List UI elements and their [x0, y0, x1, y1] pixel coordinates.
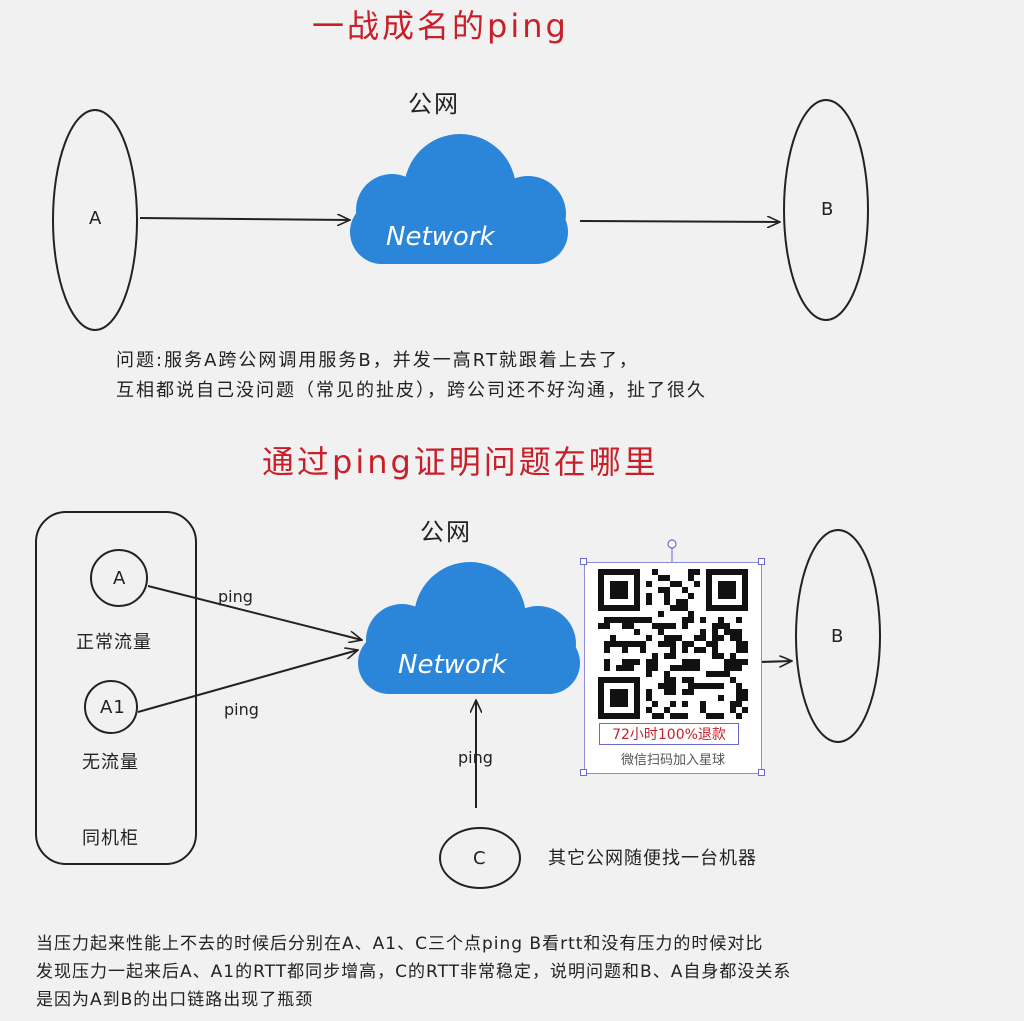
top-network-zone-label: 公网 [408, 90, 460, 118]
arrow-a-to-cloud [147, 585, 362, 640]
top-title: 一战成名的ping [312, 7, 569, 45]
qr-code-card[interactable]: 72小时100%退款 微信扫码加入星球 [584, 562, 762, 774]
qr-resize-handle-tr[interactable] [758, 558, 765, 565]
bottom-cloud-label: Network [398, 650, 507, 680]
arrow-a1-to-cloud [137, 650, 358, 713]
conclusion-line-3: 是因为A到B的出口链路出现了瓶颈 [36, 990, 314, 1010]
node-c-caption: 其它公网随便找一台机器 [548, 848, 757, 869]
ping-label-c: ping [458, 748, 493, 767]
top-cloud-shape [350, 134, 568, 264]
node-a-circle [90, 549, 148, 607]
qr-rotate-handle[interactable] [667, 539, 677, 549]
problem-line-1: 问题:服务A跨公网调用服务B，并发一高RT就跟着上去了， [116, 350, 639, 371]
conclusion-line-1: 当压力起来性能上不去的时候后分别在A、A1、C三个点ping B看rtt和没有压… [36, 934, 764, 954]
node-a1-label: A1 [100, 697, 126, 718]
top-node-b-ellipse [783, 99, 869, 321]
node-a-label: A [113, 568, 127, 589]
qr-resize-handle-br[interactable] [758, 769, 765, 776]
node-a-caption: 正常流量 [76, 632, 152, 653]
qr-resize-handle-tl[interactable] [580, 558, 587, 565]
rack-caption: 同机柜 [82, 828, 139, 849]
top-arrow-a-to-cloud [139, 218, 350, 220]
top-cloud-label: Network [386, 222, 495, 252]
top-arrow-cloud-to-b [579, 221, 780, 222]
qr-resize-handle-bl[interactable] [580, 769, 587, 776]
rack-box [35, 511, 197, 865]
arrow-cloud-to-b [759, 661, 792, 662]
qr-refund-badge: 72小时100%退款 [599, 723, 739, 745]
node-a1-caption: 无流量 [82, 752, 139, 773]
middle-title: 通过ping证明问题在哪里 [262, 443, 659, 481]
qr-code-image [598, 569, 748, 719]
bottom-network-zone-label: 公网 [420, 518, 472, 546]
qr-caption: 微信扫码加入星球 [620, 753, 725, 768]
bottom-cloud-shape [358, 562, 580, 694]
top-node-a-label: A [89, 208, 103, 229]
node-a1-circle [84, 680, 138, 734]
bottom-node-b-label: B [831, 626, 845, 647]
top-node-a-ellipse [52, 109, 138, 331]
problem-line-2: 互相都说自己没问题（常见的扯皮），跨公司还不好沟通，扯了很久 [116, 380, 707, 401]
node-c-ellipse [439, 827, 521, 889]
node-c-label: C [473, 848, 487, 869]
top-node-b-label: B [821, 199, 835, 220]
ping-label-a1: ping [224, 700, 259, 719]
conclusion-line-2: 发现压力一起来后A、A1的RTT都同步增高，C的RTT非常稳定，说明问题和B、A… [36, 962, 792, 982]
bottom-node-b-ellipse [795, 529, 881, 743]
ping-label-a: ping [218, 587, 253, 606]
